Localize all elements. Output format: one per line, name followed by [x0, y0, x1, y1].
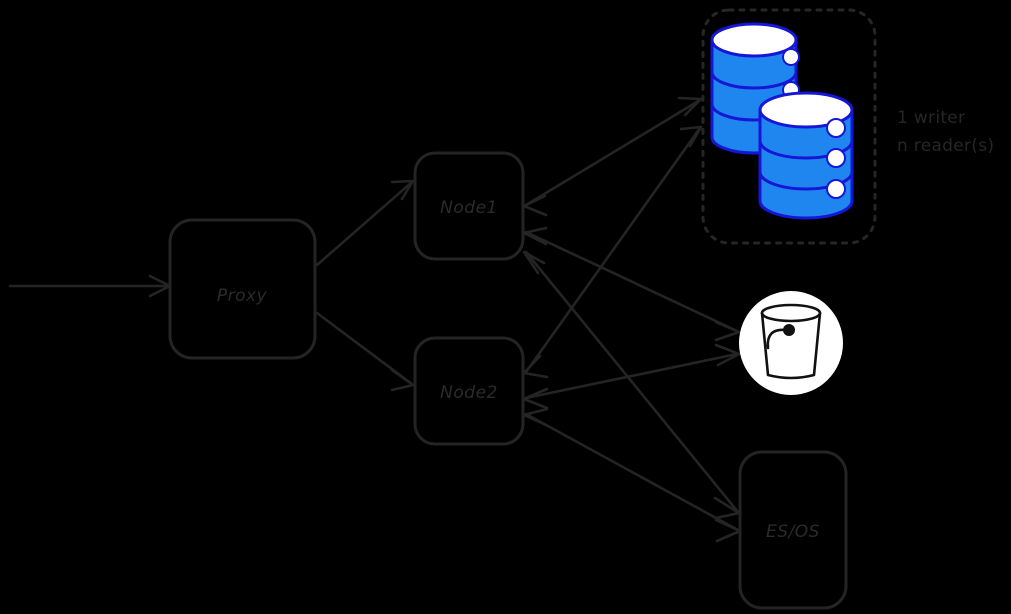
esos-box[interactable] — [738, 450, 848, 610]
node1-box[interactable] — [413, 151, 525, 261]
writer-count-label: 1 writer — [897, 108, 965, 128]
node1-label: Node1 — [440, 198, 498, 218]
bucket-icon — [760, 303, 822, 380]
edge-node1-to-databases — [522, 96, 703, 217]
node-node1[interactable]: Node1 — [413, 151, 525, 261]
bucket-handle-knob-icon — [783, 324, 795, 336]
proxy-label: Proxy — [217, 286, 268, 306]
edge-node1-to-esos — [522, 250, 741, 520]
node2-box[interactable] — [413, 336, 525, 446]
edge-proxy-to-node2 — [315, 311, 415, 392]
node2-label: Node2 — [440, 383, 498, 403]
edge-layer — [8, 96, 742, 543]
esos-label: ES/OS — [766, 522, 820, 542]
node-esos[interactable]: ES/OS — [738, 450, 848, 610]
proxy-box[interactable] — [168, 218, 317, 360]
edge-node1-to-bucket — [522, 226, 741, 342]
node-proxy[interactable]: Proxy — [168, 218, 317, 360]
writer-reader-annotation: 1 writer n reader(s) — [897, 108, 994, 156]
bucket-circle-background — [739, 291, 843, 395]
edge-proxy-to-node1 — [315, 179, 415, 267]
database-group-dashed-border — [701, 8, 877, 245]
node-node2[interactable]: Node2 — [413, 336, 525, 446]
database-cylinder-replica-icon — [758, 91, 854, 220]
edge-node2-to-databases — [522, 125, 703, 379]
node-bucket[interactable] — [739, 291, 843, 395]
database-group[interactable] — [701, 8, 877, 245]
edge-node2-to-bucket — [522, 343, 741, 410]
reader-count-label: n reader(s) — [897, 136, 994, 156]
edge-external-to-proxy — [8, 274, 172, 298]
